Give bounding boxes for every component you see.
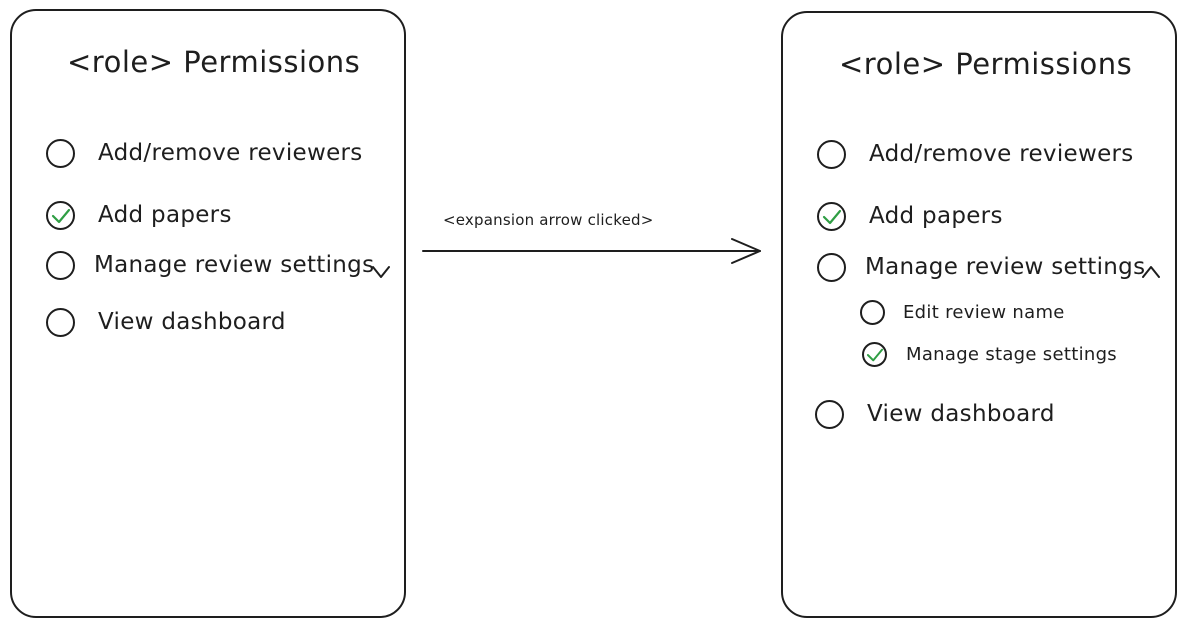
checked-circle-icon[interactable] [46,201,75,230]
unchecked-circle-icon[interactable] [46,251,75,280]
permissions-panel-expanded: <role> Permissions Add/remove reviewers … [781,11,1177,618]
sub-permission-label: Manage stage settings [906,344,1117,365]
checked-circle-icon[interactable] [817,202,846,231]
permission-label: Add/remove reviewers [98,140,363,166]
unchecked-circle-icon[interactable] [817,253,846,282]
panel-title: <role> Permissions [839,47,1133,81]
unchecked-circle-icon[interactable] [815,400,844,429]
transition-arrow-icon [422,238,761,264]
transition-label: <expansion arrow clicked> [443,211,654,229]
permission-label: Manage review settings [865,254,1146,280]
permission-label: View dashboard [98,309,286,335]
unchecked-circle-icon[interactable] [46,139,75,168]
unchecked-circle-icon[interactable] [817,140,846,169]
permission-label: Add papers [98,202,232,228]
chevron-up-icon[interactable] [1141,265,1161,279]
permission-label: Add/remove reviewers [869,141,1134,167]
permissions-panel-collapsed: <role> Permissions Add/remove reviewers … [10,9,406,618]
checkmark-icon [51,208,71,224]
chevron-down-icon[interactable] [371,265,391,279]
checkmark-icon [822,209,842,225]
unchecked-circle-icon[interactable] [860,300,885,325]
unchecked-circle-icon[interactable] [46,308,75,337]
checkmark-icon [866,348,884,362]
checked-circle-icon[interactable] [862,342,887,367]
permission-label: View dashboard [867,401,1055,427]
panel-title: <role> Permissions [67,45,361,79]
permission-label: Add papers [869,203,1003,229]
permission-label: Manage review settings [94,252,375,278]
sub-permission-label: Edit review name [903,302,1065,323]
